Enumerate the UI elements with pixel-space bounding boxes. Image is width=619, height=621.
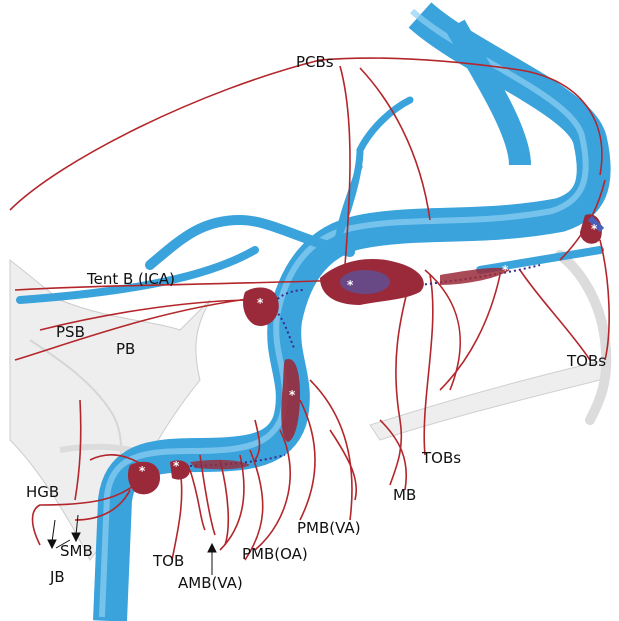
label-hgb: HGB bbox=[26, 483, 59, 501]
label-pb: PB bbox=[116, 340, 135, 358]
marker-asterisk: * bbox=[257, 296, 264, 310]
marker-asterisk: * bbox=[139, 464, 146, 478]
label-jb: JB bbox=[49, 568, 65, 586]
label-pcbs: PCBs bbox=[296, 53, 334, 71]
label-tobs-mid: TOBs bbox=[421, 449, 461, 467]
label-tobs-right: TOBs bbox=[566, 352, 606, 370]
label-mb: MB bbox=[393, 486, 416, 504]
label-psb: PSB bbox=[56, 323, 85, 341]
label-amb-va: AMB(VA) bbox=[178, 574, 243, 592]
marker-asterisk: * bbox=[502, 263, 509, 277]
label-pmb-va: PMB(VA) bbox=[297, 519, 361, 537]
label-pmb-oa: PMB(OA) bbox=[242, 545, 308, 563]
label-tent-b: Tent B (ICA) bbox=[86, 270, 175, 288]
marker-asterisk: * bbox=[347, 278, 354, 292]
marker-asterisk: * bbox=[173, 459, 180, 473]
marker-asterisk: * bbox=[289, 388, 296, 402]
label-tob: TOB bbox=[152, 552, 184, 570]
label-smb: SMB bbox=[60, 542, 93, 560]
marker-asterisk: * bbox=[591, 222, 598, 236]
